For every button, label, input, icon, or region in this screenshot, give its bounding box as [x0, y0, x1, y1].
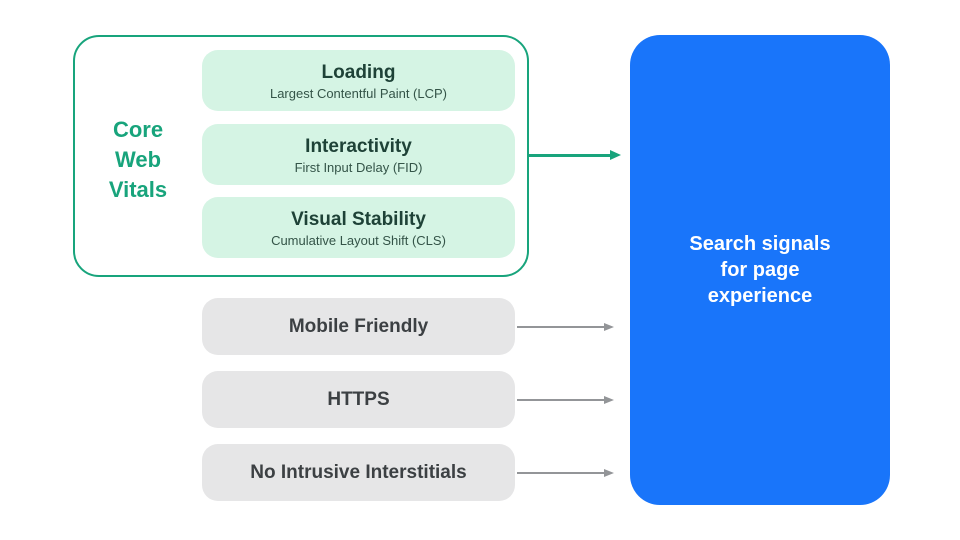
signal-label: No Intrusive Interstitials [250, 461, 467, 483]
cwv-item-title: Visual Stability [291, 208, 426, 230]
signal-no-intrusive-interstitials: No Intrusive Interstitials [202, 444, 515, 501]
arrow-right-icon-interstitials [517, 472, 604, 474]
cwv-item-interactivity: Interactivity First Input Delay (FID) [202, 124, 515, 185]
signal-https: HTTPS [202, 371, 515, 428]
cwv-item-subtitle: First Input Delay (FID) [294, 159, 423, 175]
cwv-item-visual-stability: Visual Stability Cumulative Layout Shift… [202, 197, 515, 258]
arrow-right-icon-https [517, 399, 604, 401]
cwv-item-title: Loading [321, 61, 396, 83]
arrow-right-icon-cwv [529, 154, 610, 157]
cwv-item-subtitle: Cumulative Layout Shift (CLS) [271, 232, 446, 248]
core-web-vitals-group-outline [73, 35, 529, 277]
arrow-right-icon-mobile-friendly [517, 326, 604, 328]
signal-label: Mobile Friendly [288, 315, 429, 337]
cwv-item-subtitle: Largest Contentful Paint (LCP) [269, 85, 448, 101]
cwv-item-loading: Loading Largest Contentful Paint (LCP) [202, 50, 515, 111]
signal-label: HTTPS [327, 388, 390, 410]
core-web-vitals-label: Core Web Vitals [108, 117, 168, 202]
cwv-item-title: Interactivity [305, 135, 412, 157]
search-signals-text: Search signals for page experience [689, 233, 831, 307]
signal-mobile-friendly: Mobile Friendly [202, 298, 515, 355]
search-signals-result-box: Search signals for page experience [630, 35, 890, 505]
